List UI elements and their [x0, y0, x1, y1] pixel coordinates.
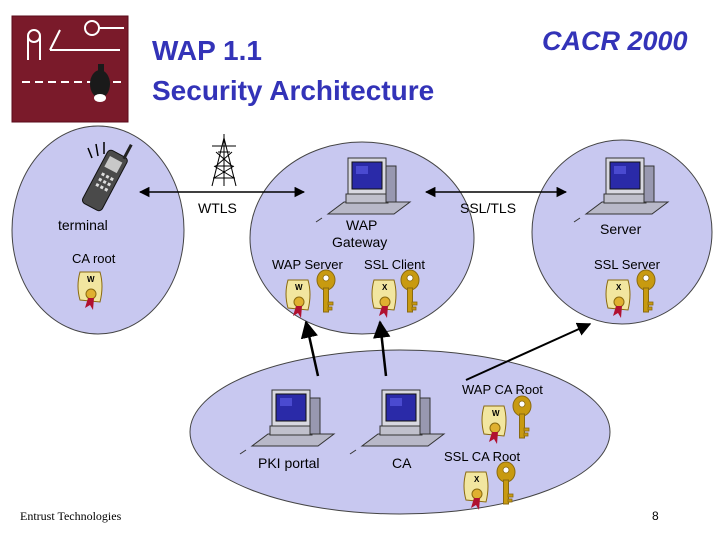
server-cert-mark: X [616, 283, 622, 292]
gateway-ssl-client-label: SSL Client [364, 257, 425, 272]
terminal-cert-mark: W [87, 275, 95, 284]
title-line-2: Security Architecture [152, 75, 434, 106]
ssl-ca-root-label: SSL CA Root [444, 449, 521, 464]
footer-company: Entrust Technologies [20, 509, 122, 523]
gateway-wap-server-label: WAP Server [272, 257, 343, 272]
ca-label: CA [392, 455, 412, 471]
wtls-label: WTLS [198, 200, 237, 216]
wap-ca-root-label: WAP CA Root [462, 382, 543, 397]
server-bubble [531, 139, 713, 325]
terminal-label: terminal [58, 217, 108, 233]
issue-arrow-ssl-server [465, 322, 592, 381]
terminal-bubble [11, 125, 185, 335]
mobile-phone-icon [81, 142, 133, 212]
gateway-label-line-2: Gateway [332, 234, 387, 250]
pki-portal-label: PKI portal [258, 455, 319, 471]
title-line-1: WAP 1.1 [152, 35, 262, 66]
ssl-ca-root-cert-mark: X [474, 475, 480, 484]
terminal-ca-root-label: CA root [72, 251, 116, 266]
page-number: 8 [652, 509, 659, 523]
gateway-wap-cert-mark: W [295, 283, 303, 292]
conference-label: CACR 2000 [542, 26, 688, 56]
server-label: Server [600, 221, 642, 237]
gateway-ssl-cert-mark: X [382, 283, 388, 292]
wap-ca-root-cert-mark: W [492, 409, 500, 418]
issue-arrow-ssl-client [373, 320, 391, 377]
gateway-label-line-1: WAP [346, 217, 377, 233]
server-ssl-label: SSL Server [594, 257, 661, 272]
antenna-tower-icon [211, 134, 237, 187]
issue-arrow-wap-server [300, 320, 320, 377]
ssl-tls-label: SSL/TLS [460, 200, 516, 216]
logo-image [11, 15, 129, 123]
